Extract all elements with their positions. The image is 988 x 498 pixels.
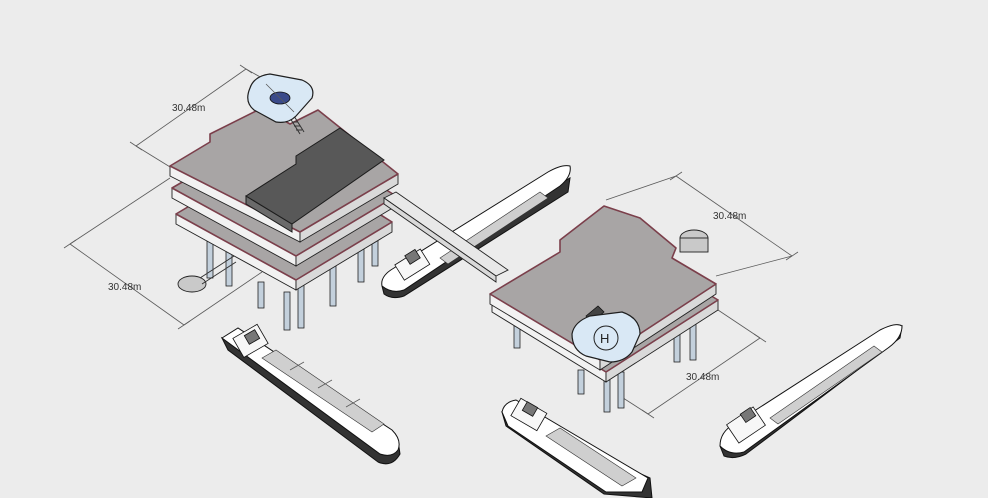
cargo-ship-bottom-left	[220, 323, 401, 465]
dimension-right-bottom: 30.48m	[619, 305, 767, 419]
pile	[257, 281, 265, 309]
helipad-h-icon: H	[600, 331, 609, 346]
cargo-ship-right	[719, 324, 903, 459]
right-upper-deck	[489, 205, 717, 361]
pile	[297, 283, 305, 329]
dim-label-left-top: 30.48m	[172, 103, 205, 114]
left-platform	[169, 73, 399, 331]
dim-label-right-top: 30.48m	[713, 211, 746, 222]
cargo-ship-center	[381, 165, 571, 299]
pile	[617, 371, 625, 409]
pile	[283, 291, 291, 331]
pile	[603, 379, 611, 413]
pile	[577, 369, 585, 395]
left-roof-block	[245, 127, 385, 225]
dim-label-left-side: 30.48m	[108, 282, 141, 293]
connecting-walkway	[383, 191, 509, 283]
pile	[513, 325, 521, 349]
left-storage-tank	[177, 275, 207, 293]
dim-label-right-bottom: 30.48m	[686, 372, 719, 383]
cargo-ship-bottom-center	[501, 397, 653, 498]
dimension-left-top: 30.48m	[129, 64, 263, 171]
dimension-right-top: 30.48m	[605, 171, 799, 277]
right-platform: H	[489, 205, 719, 413]
right-helipad	[571, 311, 641, 363]
dimension-left-side: 30.48m	[63, 177, 263, 330]
